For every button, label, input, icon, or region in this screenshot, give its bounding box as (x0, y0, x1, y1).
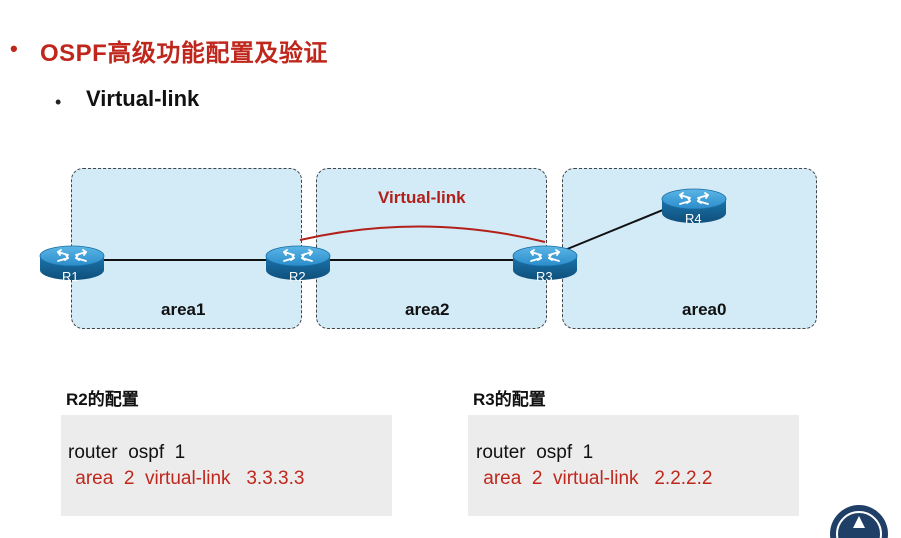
router-label-r3: R3 (536, 269, 553, 284)
area-label-area0: area0 (682, 300, 727, 319)
r3-config-line2: area 2 virtual-link 2.2.2.2 (478, 468, 713, 489)
virtual-link-curve (299, 225, 546, 243)
link-r3-r4 (559, 202, 681, 253)
page-subtitle: Virtual-link (86, 86, 200, 111)
router-label-r2: R2 (289, 269, 306, 284)
router-label-r4: R4 (685, 211, 702, 226)
r3-config-line1: router ospf 1 (476, 442, 594, 463)
area-label-area2: area2 (405, 300, 450, 319)
virtual-link-label: Virtual-link (378, 188, 466, 207)
r2-config-line2: area 2 virtual-link 3.3.3.3 (70, 468, 305, 489)
page-title: OSPF高级功能配置及验证 (40, 40, 328, 67)
logo-emblem-icon (830, 505, 888, 538)
r3-config-box (468, 415, 799, 516)
subtitle-bullet: • (55, 92, 62, 112)
r2-config-line1: router ospf 1 (68, 442, 186, 463)
title-bullet: • (10, 36, 18, 61)
area-label-area1: area1 (161, 300, 206, 319)
r2-config-title: R2的配置 (66, 390, 139, 409)
r3-config-title: R3的配置 (473, 390, 546, 409)
area-box-area2 (316, 168, 547, 329)
r2-config-box (61, 415, 392, 516)
router-label-r1: R1 (62, 269, 79, 284)
